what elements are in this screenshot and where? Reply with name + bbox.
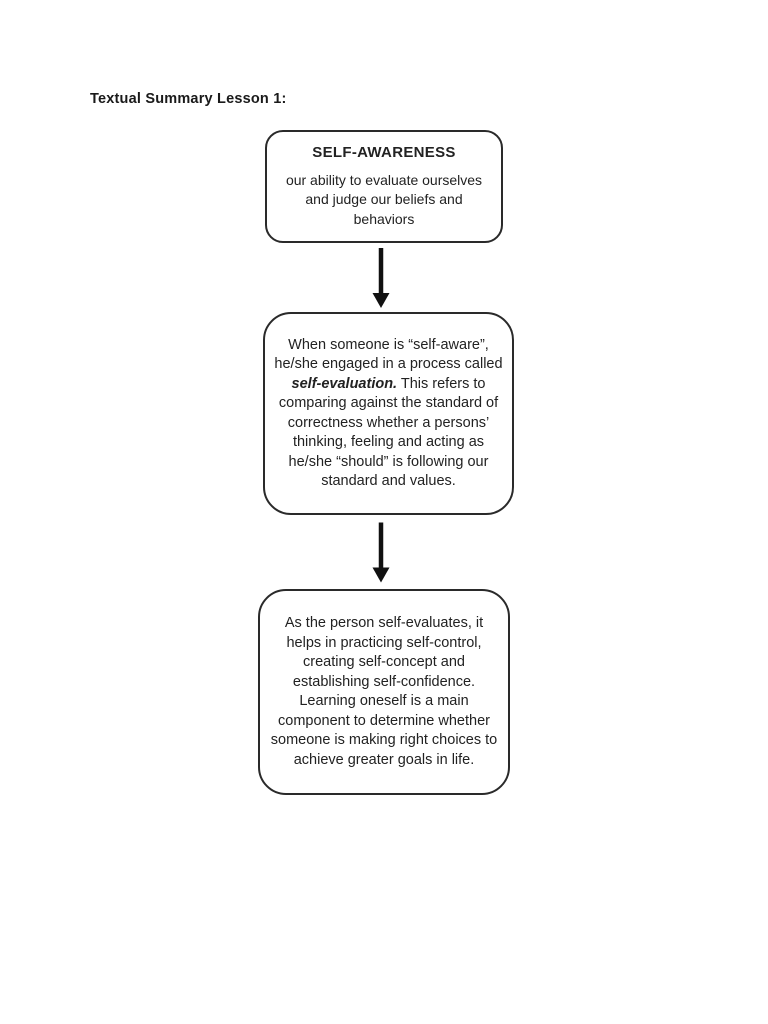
flowchart-node-self-awareness: SELF-AWARENESS our ability to evaluate o…	[265, 130, 503, 243]
body-text-segment: When someone is “self-aware”, he/she eng…	[274, 336, 503, 373]
down-arrow-icon	[370, 522, 392, 583]
node-body-text: When someone is “self-aware”, he/she eng…	[265, 336, 512, 492]
node-title: SELF-AWARENESS	[312, 143, 456, 161]
down-arrow-icon	[370, 248, 392, 308]
flowchart-node-self-evaluation: When someone is “self-aware”, he/she eng…	[263, 312, 514, 515]
node-body-text: our ability to evaluate ourselves and ju…	[285, 171, 483, 227]
page-title: Textual Summary Lesson 1:	[90, 91, 287, 107]
node-body-text: As the person self-evaluates, it helps i…	[270, 615, 498, 768]
emphasized-term: self-evaluation.	[291, 375, 398, 392]
body-text-segment: This refers to comparing against the sta…	[278, 375, 499, 490]
flowchart-node-outcomes: As the person self-evaluates, it helps i…	[258, 589, 510, 795]
